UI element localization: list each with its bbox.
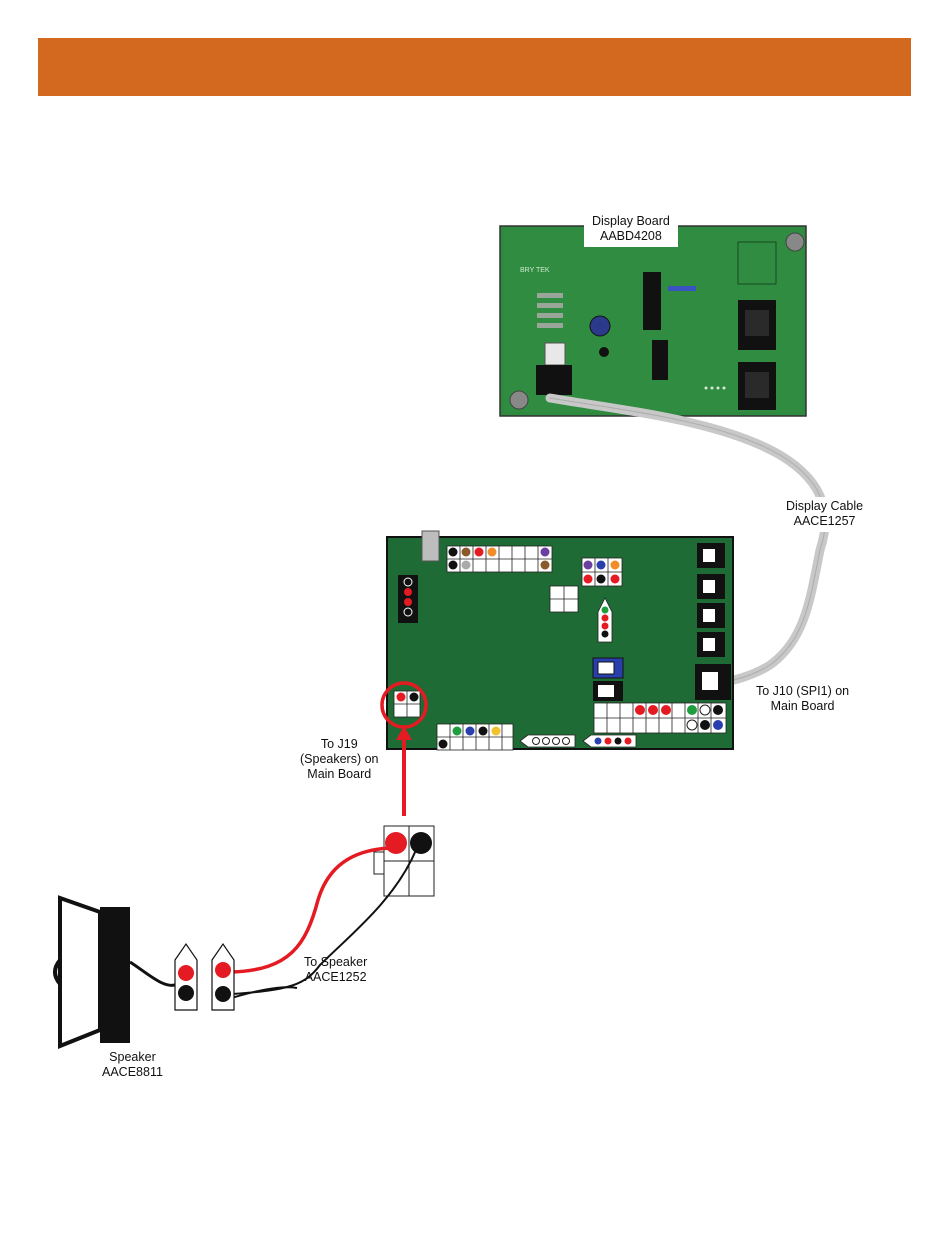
j19-arrow	[396, 726, 412, 816]
main-board	[387, 531, 733, 750]
speaker-terminals	[175, 944, 234, 1010]
speaker-label: Speaker AACE8811	[102, 1050, 163, 1080]
to-speaker-line1: To Speaker	[304, 955, 367, 970]
j19-label-line3: Main Board	[300, 767, 379, 782]
svg-text:BRY TEK: BRY TEK	[520, 267, 550, 274]
speaker-label-line1: Speaker	[102, 1050, 163, 1065]
j19-label: To J19 (Speakers) on Main Board	[300, 737, 379, 782]
to-speaker-label: To Speaker AACE1252	[304, 955, 367, 985]
j19-label-line1: To J19	[300, 737, 379, 752]
red-wire	[232, 848, 389, 972]
display-board-label: Display Board AABD4208	[584, 212, 678, 247]
to-speaker-line2: AACE1252	[304, 970, 367, 985]
j19-connector	[394, 691, 420, 717]
display-cable-name: Display Cable	[786, 499, 863, 514]
j10-label-line2: Main Board	[756, 699, 849, 714]
speaker-label-line2: AACE8811	[102, 1065, 163, 1080]
j19-label-line2: (Speakers) on	[300, 752, 379, 767]
display-cable-label: Display Cable AACE1257	[778, 497, 871, 532]
harness-connector	[374, 826, 434, 896]
j10-label: To J10 (SPI1) on Main Board	[756, 684, 849, 714]
display-board-name: Display Board	[592, 214, 670, 229]
display-board: BRY TEK	[500, 226, 806, 416]
j10-label-line1: To J10 (SPI1) on	[756, 684, 849, 699]
display-board-part: AABD4208	[592, 229, 670, 244]
display-cable-part: AACE1257	[786, 514, 863, 529]
speaker	[55, 898, 178, 1046]
